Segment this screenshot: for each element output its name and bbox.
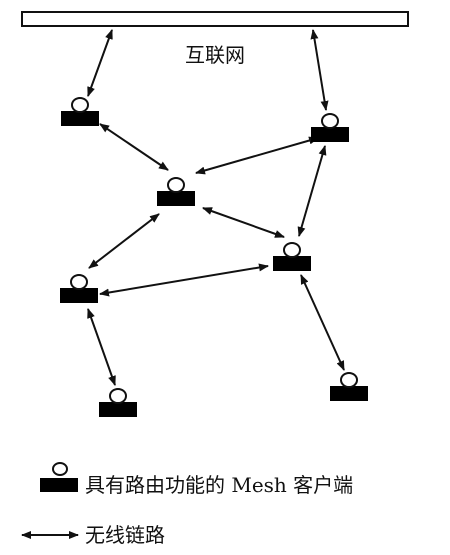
node-bottom-right bbox=[330, 372, 368, 401]
link-left-mid-to-bottom-left bbox=[87, 308, 116, 386]
link-gw-right-to-right-mid bbox=[297, 145, 327, 237]
legend-link-label: 无线链路 bbox=[85, 523, 165, 547]
legend: 具有路由功能的 Mesh 客户端 无线链路 bbox=[21, 462, 353, 547]
link-gw-left-to-center bbox=[99, 123, 169, 171]
node-antenna-icon bbox=[71, 97, 89, 113]
wireless-links bbox=[87, 29, 345, 386]
node-gw-left bbox=[61, 97, 99, 126]
node-right-mid bbox=[273, 242, 311, 271]
node-body-icon bbox=[157, 191, 195, 206]
node-body-icon bbox=[99, 402, 137, 417]
node-center bbox=[157, 177, 195, 206]
node-antenna-icon bbox=[167, 177, 185, 193]
node-body-icon bbox=[330, 386, 368, 401]
node-antenna-icon bbox=[340, 372, 358, 388]
node-gw-right bbox=[311, 113, 349, 142]
legend-node-icon bbox=[40, 462, 78, 492]
link-internet-to-gw-right bbox=[310, 29, 329, 111]
internet-bar bbox=[21, 11, 409, 27]
link-center-to-left-mid bbox=[88, 213, 160, 269]
node-left-mid bbox=[60, 274, 98, 303]
node-body-icon bbox=[273, 256, 311, 271]
link-left-mid-to-right-mid bbox=[99, 263, 269, 297]
mesh-nodes bbox=[60, 97, 368, 417]
node-bottom-left bbox=[99, 388, 137, 417]
node-antenna-icon bbox=[109, 388, 127, 404]
node-body-icon bbox=[61, 111, 99, 126]
link-center-to-right-mid bbox=[202, 207, 285, 238]
link-internet-to-gw-left bbox=[87, 29, 113, 97]
node-antenna-icon bbox=[70, 274, 88, 290]
link-right-mid-to-bottom-right bbox=[300, 274, 345, 371]
legend-node-label: 具有路由功能的 Mesh 客户端 bbox=[85, 473, 353, 497]
node-body-icon bbox=[60, 288, 98, 303]
node-antenna-icon bbox=[283, 242, 301, 258]
node-antenna-icon bbox=[321, 113, 339, 129]
node-body-icon bbox=[311, 127, 349, 142]
link-center-to-gw-right bbox=[195, 136, 319, 175]
internet-label: 互联网 bbox=[185, 43, 245, 67]
